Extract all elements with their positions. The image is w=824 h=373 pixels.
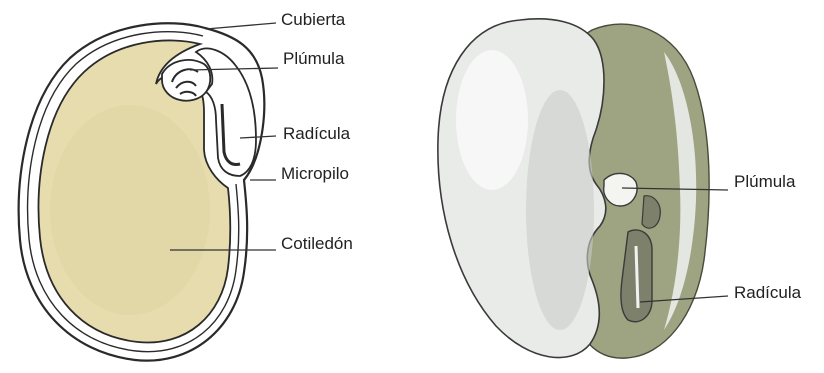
line-cubierta — [206, 23, 276, 29]
label-radicula-left: Radícula — [283, 124, 351, 143]
label-radicula-right: Radícula — [734, 283, 802, 302]
seed-cross-section: Cubierta Plúmula Radícula Micropilo Coti… — [19, 10, 353, 361]
label-plumula-left: Plúmula — [283, 49, 345, 68]
radicle-right-inner — [636, 246, 638, 308]
cotyledon-shade — [50, 105, 210, 315]
label-cotiledon: Cotiledón — [281, 234, 353, 253]
plumule — [162, 60, 210, 101]
label-plumula-right: Plúmula — [734, 172, 796, 191]
label-cubierta: Cubierta — [281, 10, 346, 29]
plumule-right — [604, 173, 637, 206]
label-micropilo: Micropilo — [281, 164, 349, 183]
opened-seed: Plúmula Radícula — [438, 19, 802, 358]
front-cotyledon-shade — [526, 90, 594, 330]
front-cotyledon-glow — [456, 50, 528, 190]
